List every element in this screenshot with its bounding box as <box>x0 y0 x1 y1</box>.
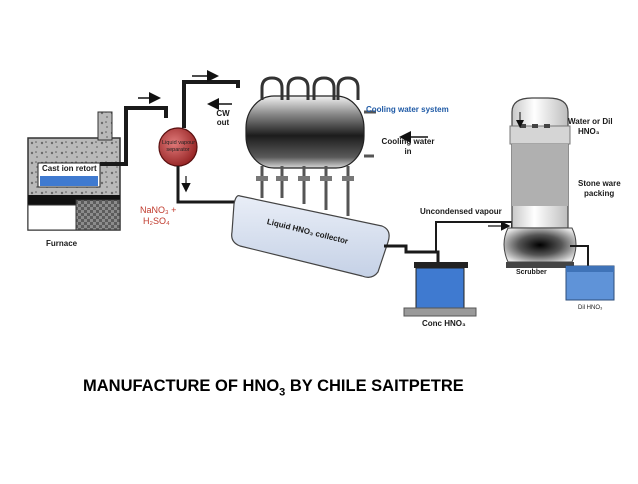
caption-subscript: 3 <box>279 386 286 399</box>
scrubber-tower <box>503 97 577 268</box>
liquid-hno3-collector <box>231 195 390 278</box>
cw-out-label-2: out <box>216 118 230 127</box>
uncondensed-vapour-label: Uncondensed vapour <box>420 207 502 216</box>
conc-hno3-receiver <box>403 262 477 317</box>
condensate-pipes <box>256 166 354 216</box>
cw-out-label-1: CW <box>216 109 230 118</box>
cast-iron-retort <box>37 162 101 188</box>
separator-label-1: Liquid vapour <box>162 140 196 146</box>
diagram-caption: MANUFACTURE OF HNO3 BY CHILE SAITPETRE <box>83 377 464 398</box>
cooling-water-system-label: Cooling water system <box>366 105 449 114</box>
cast-iron-retort-label: Cast ion retort <box>42 164 97 173</box>
vapour-pipe-to-condenser <box>182 80 240 128</box>
scrubber-label: Scrubber <box>516 269 547 276</box>
packing-label-1: Stone ware <box>578 179 621 188</box>
reactants-label-1: NaNO₃ + <box>140 205 177 215</box>
furnace-label: Furnace <box>46 239 78 248</box>
caption-rest: BY CHILE SAITPETRE <box>285 377 464 395</box>
dil-hno3-tank <box>565 265 615 301</box>
cooling-water-in-label-2: in <box>404 147 412 156</box>
caption-main: MANUFACTURE OF HNO <box>83 377 280 395</box>
packing-label-2: packing <box>584 189 615 198</box>
condenser <box>245 76 376 169</box>
water-label-1: Water or Dil <box>568 117 613 126</box>
furnace <box>27 111 121 231</box>
cooling-water-in-label-1: Cooling water <box>381 137 435 146</box>
conc-hno3-label: Conc HNO₃ <box>422 319 466 328</box>
water-label-2: HNO₃ <box>578 127 600 136</box>
reactants-label-2: H₂SO₄ <box>143 216 170 226</box>
separator-label-2: separator <box>166 147 190 153</box>
dil-hno3-label: Dil HNO₃ <box>578 305 603 311</box>
vapour-pipe-to-separator <box>100 106 168 166</box>
